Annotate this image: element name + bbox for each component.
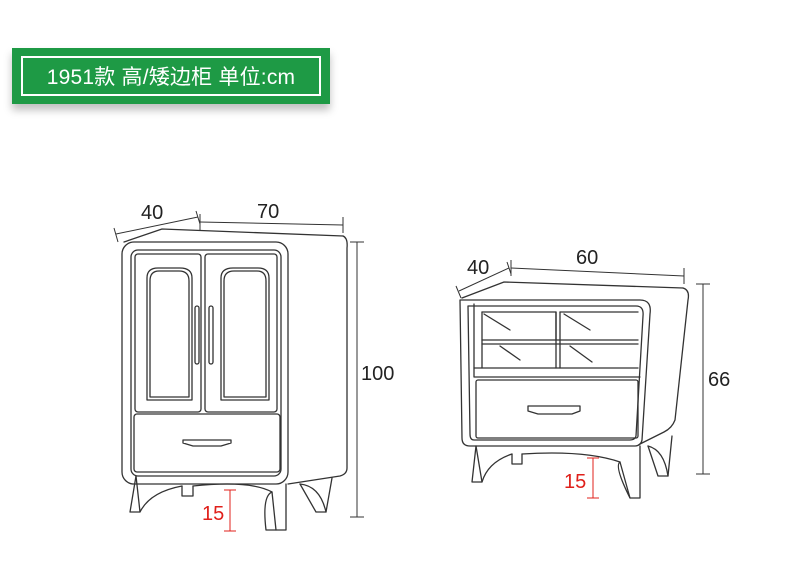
tall-height-label: 100 — [361, 363, 394, 385]
tall-cabinet — [121, 228, 348, 531]
short-cabinet — [459, 281, 690, 499]
short-height-label: 66 — [708, 369, 730, 391]
short-leg-height-label: 15 — [564, 471, 586, 493]
tall-leg-height-label: 15 — [202, 503, 224, 525]
dimension-lines — [113, 210, 710, 518]
title-frame: 1951款 高/矮边柜 单位:cm — [21, 56, 321, 96]
short-depth-label: 40 — [467, 257, 489, 279]
short-width-label: 60 — [576, 247, 598, 269]
leg-dimension-lines — [224, 457, 599, 532]
tall-depth-label: 40 — [141, 202, 163, 224]
title-banner: 1951款 高/矮边柜 单位:cm — [12, 48, 330, 104]
tall-width-label: 70 — [257, 201, 279, 223]
page-title: 1951款 高/矮边柜 单位:cm — [46, 66, 296, 89]
